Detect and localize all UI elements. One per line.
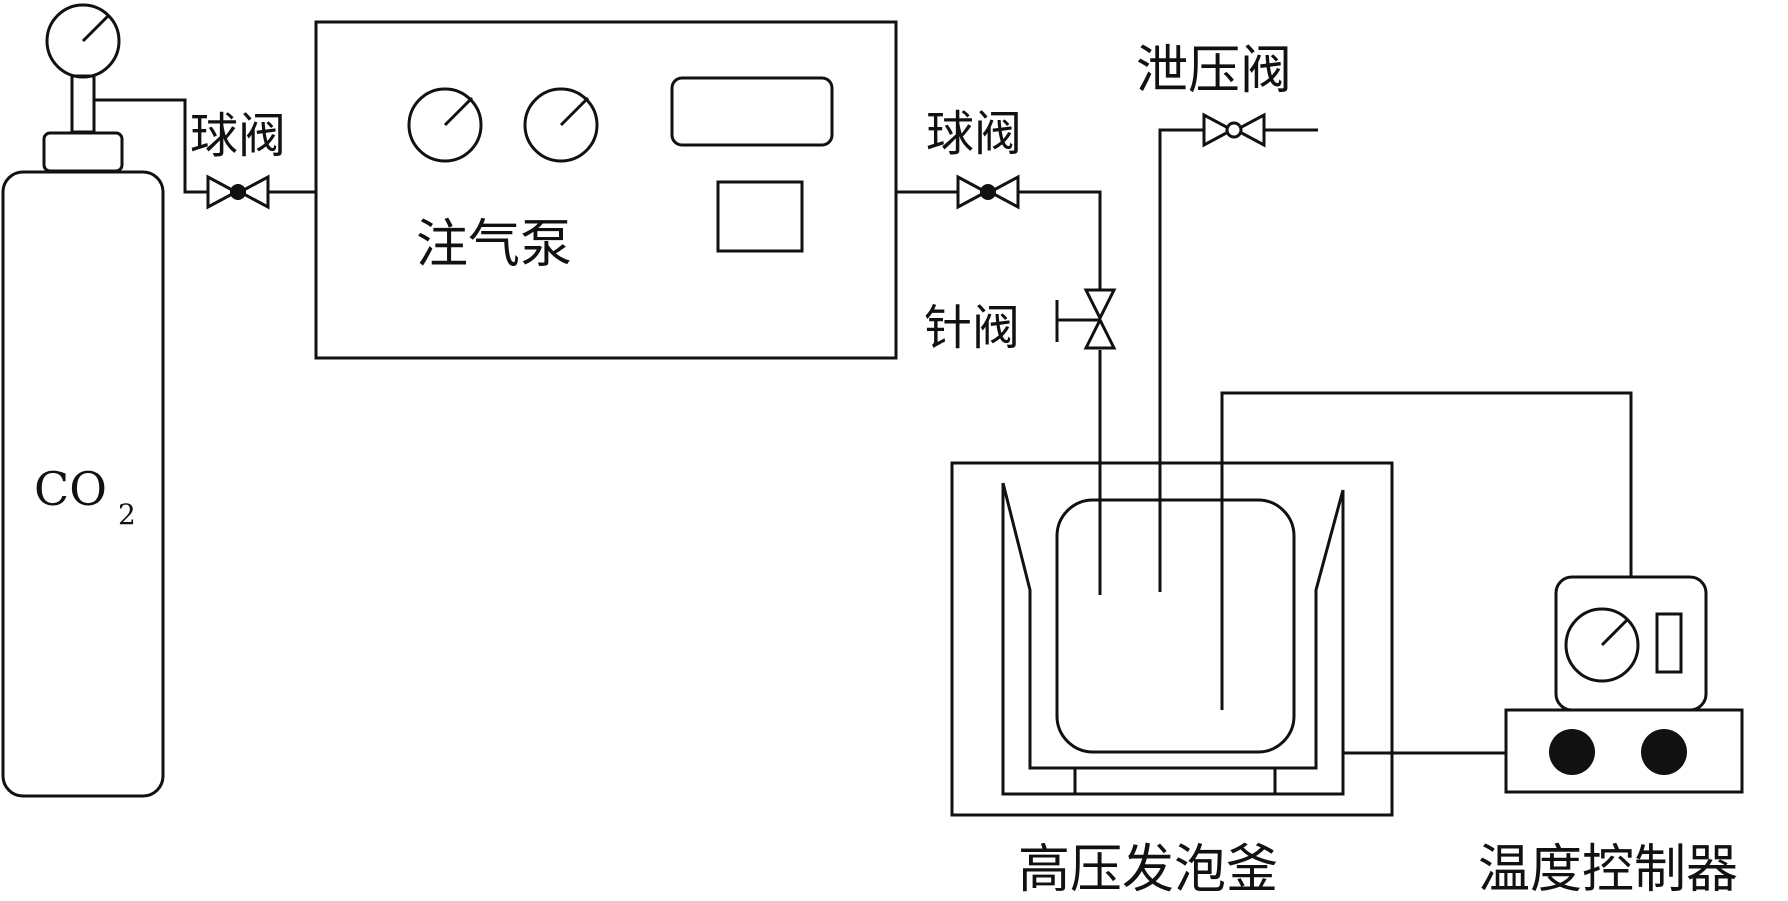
- ball-valve-right-label: 球阀: [926, 106, 1022, 162]
- relief-valve-label: 泄压阀: [1136, 41, 1292, 101]
- ball-valve-left-icon: [206, 174, 270, 210]
- needle-valve-icon: [1055, 288, 1117, 350]
- pipe-ball-valve-to-needle-valve: [1018, 190, 1102, 290]
- ball-valve-right-icon: [956, 174, 1020, 210]
- cylinder-gas-subscript: 2: [118, 498, 136, 531]
- relief-valve-icon: [1202, 112, 1266, 148]
- pump-gauge-2-icon: [523, 87, 599, 163]
- injection-pump-label: 注气泵: [416, 215, 572, 275]
- controller-gauge-icon: [1564, 607, 1640, 683]
- controller-base: [1504, 708, 1744, 794]
- controller-indicator: [1655, 612, 1683, 674]
- controller-knob-1-icon: [1549, 729, 1595, 775]
- autoclave: 高压发泡釜: [950, 461, 1394, 900]
- autoclave-vessel: [1055, 498, 1296, 754]
- autoclave-heating-jacket: [1001, 483, 1345, 796]
- controller-display-unit: [1554, 575, 1708, 712]
- ball-valve-left-label: 球阀: [190, 108, 286, 164]
- cylinder-gas-label: CO: [34, 462, 107, 516]
- pump-gauge-1-icon: [407, 87, 483, 163]
- needle-valve-label: 针阀: [924, 300, 1020, 356]
- injection-pump: 注气泵: [314, 20, 898, 360]
- temperature-controller-label: 温度控制器: [1478, 840, 1738, 900]
- pump-display-panel: [670, 76, 834, 147]
- co2-cylinder: CO 2: [1, 3, 165, 798]
- autoclave-jacket-inner: [1001, 482, 1345, 770]
- pump-control-panel: [716, 180, 804, 253]
- autoclave-outer-casing: [950, 461, 1394, 817]
- temperature-controller: 温度控制器: [1478, 575, 1744, 900]
- autoclave-label: 高压发泡釜: [1018, 840, 1278, 900]
- pipe-cylinder-to-pump: [94, 98, 208, 194]
- controller-knob-2-icon: [1641, 729, 1687, 775]
- pipe-autoclave-to-relief-valve: [1158, 128, 1204, 592]
- cylinder-pressure-gauge-icon: [45, 3, 121, 79]
- thermocouple-line: [1220, 391, 1633, 710]
